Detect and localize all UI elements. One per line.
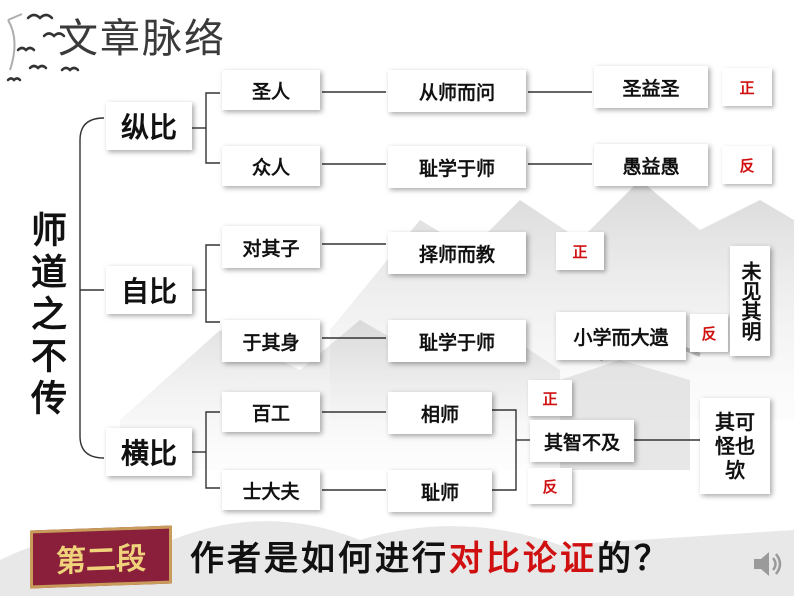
node-sage-action: 从师而问 xyxy=(388,70,526,112)
branch-self: 自比 xyxy=(106,266,192,314)
tag-positive: 正 xyxy=(722,68,772,106)
root-topic: 师道之不传 xyxy=(25,211,67,421)
node-gentry-action: 耻师 xyxy=(388,470,492,512)
question-part2: 的？ xyxy=(597,538,671,579)
node-artisans-action: 相师 xyxy=(388,392,492,434)
question-text: 作者是如何进行 对比论证 的？ xyxy=(190,530,671,580)
branch-horizontal: 横比 xyxy=(106,428,192,476)
question-part1: 作者是如何进行 xyxy=(190,538,449,579)
tag-negative: 反 xyxy=(722,146,772,184)
node-child: 对其子 xyxy=(222,226,320,268)
node-artisans: 百工 xyxy=(222,392,320,432)
tag-negative: 反 xyxy=(528,468,572,504)
node-self: 于其身 xyxy=(222,320,320,362)
node-sage: 圣人 xyxy=(222,70,320,110)
section-label: 第二段 xyxy=(56,541,146,580)
node-masses: 众人 xyxy=(222,146,320,186)
node-sage-result: 圣益圣 xyxy=(594,66,708,108)
node-child-action: 择师而教 xyxy=(388,232,526,274)
node-masses-action: 耻学于师 xyxy=(388,146,526,188)
tag-positive: 正 xyxy=(556,232,604,270)
node-gentry: 士大夫 xyxy=(222,470,320,510)
node-self-conclusion: 未见其明 xyxy=(730,246,770,356)
node-masses-result: 愚益愚 xyxy=(594,144,708,186)
tag-positive: 正 xyxy=(528,380,572,416)
branch-vertical: 纵比 xyxy=(106,102,192,150)
node-self-result: 小学而大遗 xyxy=(556,312,686,360)
question-highlight: 对比论证 xyxy=(449,538,597,579)
tag-negative: 反 xyxy=(690,314,728,352)
page-title: 文章脉络 xyxy=(58,16,226,62)
section-banner: 第二段 xyxy=(30,525,172,589)
node-horizontal-conclusion: 其可怪也欤 xyxy=(700,398,770,494)
speaker-icon[interactable] xyxy=(750,546,786,582)
node-self-action: 耻学于师 xyxy=(388,320,526,362)
node-horizontal-result: 其智不及 xyxy=(530,420,634,462)
